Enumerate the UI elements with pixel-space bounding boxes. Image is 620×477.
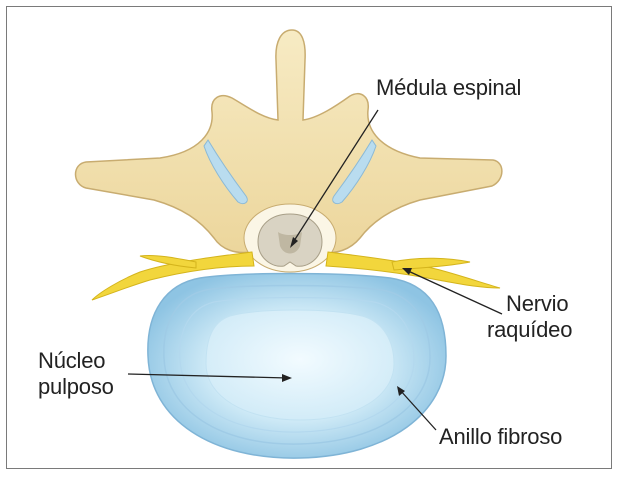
label-nucleo-pulposo-line2: pulposo: [38, 375, 114, 399]
nucleus-pulposus: [206, 310, 394, 420]
label-medula-espinal: Médula espinal: [376, 76, 521, 100]
label-anillo-fibroso: Anillo fibroso: [439, 425, 562, 449]
label-nucleo-pulposo-line1: Núcleo: [38, 349, 105, 373]
label-nervio-raquideo-line2: raquídeo: [487, 318, 572, 342]
label-nervio-raquideo-line1: Nervio: [506, 292, 568, 316]
